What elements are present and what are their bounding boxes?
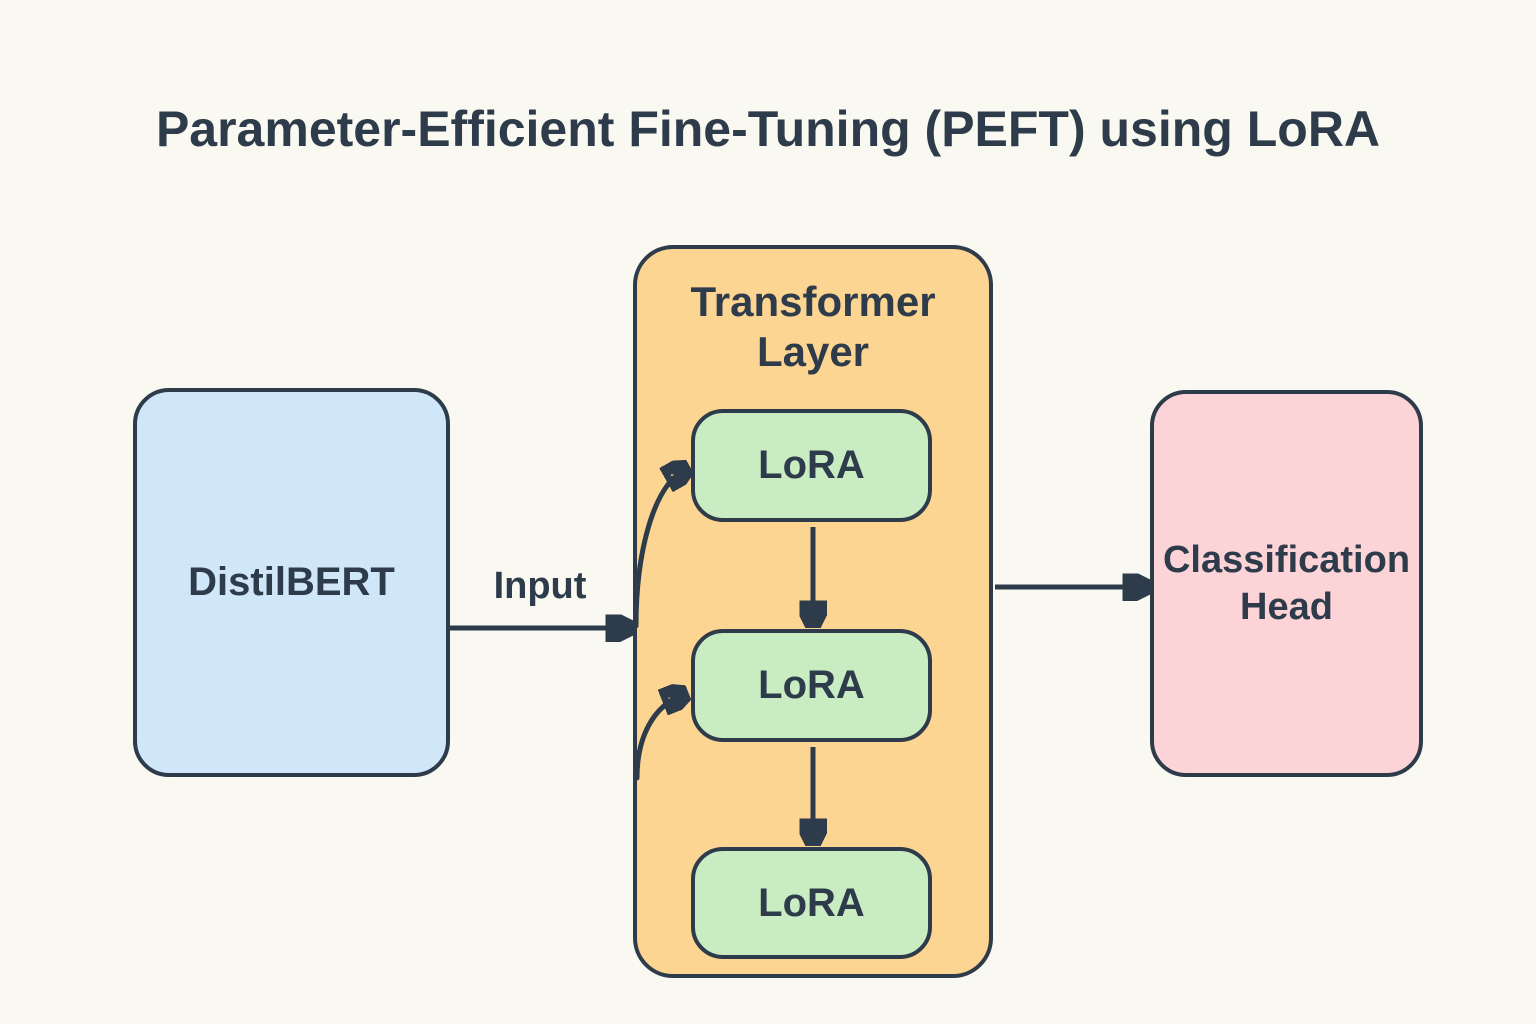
node-classification-head: Classification Head (1150, 390, 1423, 777)
node-distilbert: DistilBERT (133, 388, 450, 777)
input-edge-label: Input (493, 565, 587, 607)
node-lora-bottom: LoRA (691, 847, 932, 959)
node-transformer-layer-label: Transformer Layer (690, 278, 936, 375)
diagram-title: Parameter-Efficient Fine-Tuning (PEFT) u… (155, 101, 1381, 157)
node-lora-middle-label: LoRA (758, 663, 865, 707)
node-classification-head-label: Classification Head (1162, 538, 1411, 628)
node-transformer-layer: Transformer Layer LoRA LoRA LoRA (633, 245, 993, 978)
node-distilbert-label: DistilBERT (188, 560, 395, 604)
node-lora-middle: LoRA (691, 629, 932, 742)
node-lora-top: LoRA (691, 409, 932, 522)
node-lora-bottom-label: LoRA (758, 880, 865, 925)
node-lora-top-label: LoRA (758, 443, 865, 487)
